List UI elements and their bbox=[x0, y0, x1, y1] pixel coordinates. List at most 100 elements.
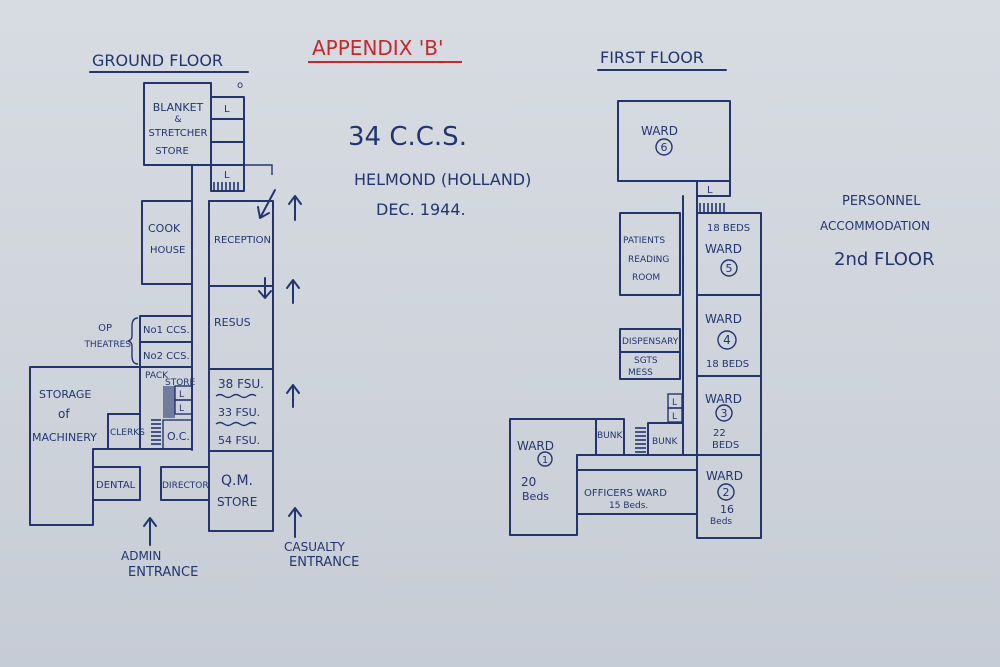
personnel-note-3: 2nd FLOOR bbox=[834, 249, 935, 270]
ground-stair-box bbox=[210, 164, 245, 192]
first-small-latrine-2: L bbox=[672, 412, 677, 422]
dispensary-label: DISPENSARY bbox=[622, 337, 679, 347]
ward-5-number: 5 bbox=[726, 262, 733, 275]
oc-label: O.C. bbox=[167, 430, 190, 443]
reading-room-label-1: PATIENTS bbox=[623, 236, 665, 246]
ground-stairs-top bbox=[213, 182, 239, 190]
ward-3-number-circle bbox=[715, 404, 733, 422]
ward-1-number: 1 bbox=[542, 455, 548, 466]
op-theatres-label-2: THEATRES bbox=[83, 340, 131, 350]
sgts-mess-label-1: SGTS bbox=[634, 356, 658, 366]
storage-label-2: of bbox=[58, 407, 70, 421]
ward-4-beds: 18 BEDS bbox=[706, 359, 749, 370]
ward-4-number: 4 bbox=[723, 333, 731, 347]
ward-1-label: WARD bbox=[517, 439, 554, 453]
reading-room-label-3: ROOM bbox=[632, 273, 660, 283]
ward-3-beds-2: BEDS bbox=[712, 440, 739, 451]
personnel-note-2: ACCOMMODATION bbox=[820, 219, 930, 233]
admin-entrance-label-2: ENTRANCE bbox=[128, 565, 198, 580]
director-room bbox=[160, 466, 210, 501]
director-label: DIRECTOR bbox=[162, 481, 209, 491]
ward-1-number-circle bbox=[537, 451, 553, 467]
ground-latrine-2-label: L bbox=[224, 170, 230, 181]
ground-latrine-1-label: L bbox=[224, 104, 230, 115]
ground-stair-landing bbox=[244, 164, 273, 175]
location-text: HELMOND (HOLLAND) bbox=[354, 170, 531, 189]
ward-6-number-circle bbox=[655, 138, 673, 156]
pack-store-label-2: STORE bbox=[165, 378, 196, 388]
first-latrine bbox=[696, 180, 731, 197]
sgts-mess-label-2: MESS bbox=[628, 368, 653, 378]
ward-2-beds-2: Beds bbox=[710, 517, 732, 527]
officers-ward-room bbox=[576, 469, 698, 515]
qm-store-label-2: STORE bbox=[217, 495, 257, 509]
appendix-title: APPENDIX 'B' bbox=[312, 36, 443, 60]
no1-ccs-label: No1 CCS. bbox=[143, 325, 190, 336]
storage-label-3: MACHINERY bbox=[32, 431, 97, 444]
clerks-room bbox=[107, 413, 141, 450]
clerks-label: CLERKS bbox=[110, 428, 145, 438]
blanket-store-label-1: BLANKET bbox=[153, 101, 204, 114]
ward-4-label: WARD bbox=[705, 312, 742, 326]
ward-4-number-circle bbox=[717, 330, 737, 350]
reception-label: RECEPTION bbox=[214, 235, 271, 246]
cook-house-room bbox=[141, 200, 193, 285]
resus-label: RESUS bbox=[214, 316, 251, 329]
first-small-latrine-1: L bbox=[672, 398, 677, 408]
ward-5-beds: 18 BEDS bbox=[707, 223, 750, 234]
officers-ward-label-1: OFFICERS WARD bbox=[584, 488, 667, 499]
ward-1-beds-2: Beds bbox=[522, 490, 549, 503]
ward-6-label: WARD bbox=[641, 124, 678, 138]
blanket-store-label-3: STRETCHER bbox=[148, 128, 207, 139]
pack-store-hatched-area bbox=[163, 386, 175, 418]
cook-house-label-1: COOK bbox=[148, 222, 181, 235]
blanket-store-label-2: & bbox=[174, 115, 181, 125]
first-floor-heading: FIRST FLOOR bbox=[600, 48, 704, 67]
ward-1-beds-1: 20 bbox=[521, 475, 536, 489]
patients-reading-room bbox=[619, 212, 681, 296]
dental-label: DENTAL bbox=[96, 480, 136, 491]
fsu-33-label: 33 FSU. bbox=[218, 406, 260, 419]
ground-latrine-2 bbox=[210, 141, 245, 166]
casualty-flow-arrows bbox=[143, 189, 302, 546]
ward-2-label: WARD bbox=[706, 469, 743, 483]
storage-label-1: STORAGE bbox=[39, 388, 91, 401]
ward-6-number: 6 bbox=[661, 141, 668, 154]
casualty-entrance-label-2: ENTRANCE bbox=[289, 555, 359, 570]
fsu-38-label: 38 FSU. bbox=[218, 377, 264, 391]
pack-latrine-2: L bbox=[179, 404, 184, 414]
ground-latrine-cell bbox=[210, 118, 245, 143]
ward-2-number: 2 bbox=[723, 486, 730, 499]
bunk-1-label: BUNK bbox=[597, 431, 623, 441]
ward-2-beds-1: 16 bbox=[720, 503, 734, 516]
fsu-54-label: 54 FSU. bbox=[218, 434, 260, 447]
casualty-entrance-label-1: CASUALTY bbox=[284, 540, 346, 554]
cook-house-label-2: HOUSE bbox=[150, 245, 185, 256]
sgts-mess-room bbox=[619, 351, 681, 380]
first-stairs-lower bbox=[635, 427, 646, 453]
bunk-2-label: BUNK bbox=[652, 437, 678, 447]
op-theatres-label-1: OP bbox=[98, 323, 112, 334]
pack-latrine-1: L bbox=[179, 390, 184, 400]
officers-ward-label-2: 15 Beds. bbox=[609, 501, 648, 511]
oc-room bbox=[162, 419, 193, 450]
no2-ccs-label: No2 CCS. bbox=[143, 351, 190, 362]
ground-floor-heading: GROUND FLOOR bbox=[92, 51, 223, 70]
dental-room bbox=[92, 466, 141, 501]
op-theatres-bracket bbox=[127, 317, 139, 365]
ward-5-number-circle bbox=[720, 259, 738, 277]
reading-room-label-2: READING bbox=[628, 255, 669, 265]
ward-3-number: 3 bbox=[721, 407, 728, 420]
admin-entrance-label-1: ADMIN bbox=[121, 549, 161, 563]
unit-title: 34 C.C.S. bbox=[348, 122, 467, 152]
blanket-store-label-4: STORE bbox=[155, 146, 189, 157]
ward-3-label: WARD bbox=[705, 392, 742, 406]
qm-store-label-1: Q.M. bbox=[221, 473, 253, 489]
ground-floor-mark: o bbox=[237, 80, 243, 91]
personnel-note-1: PERSONNEL bbox=[842, 194, 921, 209]
first-stairs-top bbox=[699, 203, 725, 212]
ground-stairs-lower bbox=[151, 419, 161, 445]
pack-store-label-1: PACK bbox=[145, 371, 169, 381]
